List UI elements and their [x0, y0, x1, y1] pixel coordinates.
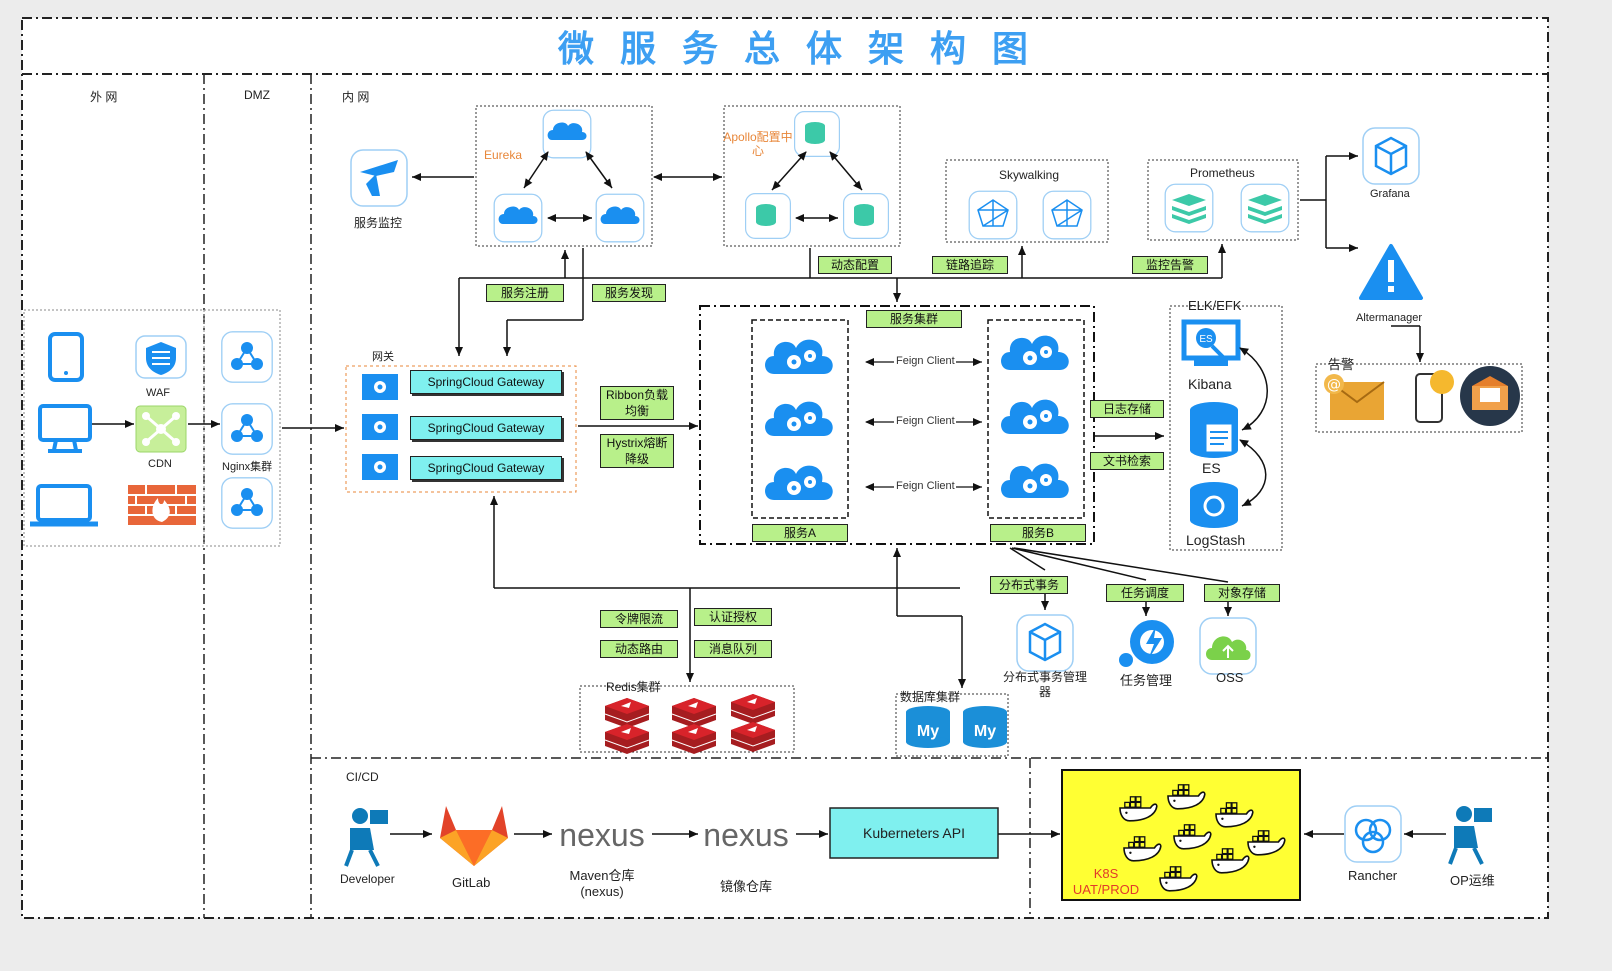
altermanager-icon — [1359, 244, 1423, 300]
oss-label: OSS — [1216, 670, 1244, 685]
developer-label: Developer — [340, 872, 395, 886]
developer-icon — [344, 808, 388, 867]
rancher-icon — [1344, 805, 1402, 863]
es-icon — [1190, 402, 1238, 458]
db-cluster-label: 数据库集群 — [900, 690, 961, 704]
zone-dmz-label: DMZ — [244, 88, 270, 102]
maven-label: Maven仓库(nexus) — [569, 868, 635, 899]
skywalking-label: Skywalking — [999, 168, 1060, 182]
kibana-label: Kibana — [1188, 376, 1232, 392]
prometheus-node-icon — [1164, 183, 1290, 233]
tag-object-store: 对象存储 — [1204, 584, 1280, 602]
task-manager-icon — [1119, 620, 1174, 667]
tag-token-limit: 令牌限流 — [600, 610, 678, 628]
op-engineer-icon — [1448, 806, 1492, 865]
tx-manager-icon — [1016, 614, 1074, 672]
svg-text:My: My — [974, 723, 996, 740]
zone-inner-label: 内 网 — [342, 90, 370, 104]
tag-ribbon: Ribbon负载均衡 — [600, 386, 674, 420]
gateway-label: 网关 — [372, 351, 394, 363]
k8s-env-label: K8S UAT/PROD — [1072, 866, 1140, 897]
prometheus-label: Prometheus — [1190, 166, 1255, 180]
elk-title: ELK/EFK — [1188, 298, 1242, 313]
tag-log-store: 日志存储 — [1090, 400, 1164, 418]
laptop-icon — [30, 484, 98, 527]
nexus-image-logo: nexus — [703, 817, 788, 853]
tag-doc-search: 文书检索 — [1090, 452, 1164, 470]
rancher-label: Rancher — [1348, 868, 1398, 883]
phone-icon — [48, 332, 84, 382]
tag-service-register: 服务注册 — [486, 284, 564, 302]
gitlab-icon — [440, 806, 508, 866]
firewall-icon — [128, 485, 196, 525]
grafana-icon — [1362, 127, 1420, 185]
tag-auth: 认证授权 — [694, 608, 772, 626]
altermanager-label: Altermanager — [1356, 312, 1423, 324]
cdn-label: CDN — [148, 458, 172, 470]
redis-icon — [604, 693, 776, 755]
gateway-instance: SpringCloud Gateway — [410, 456, 562, 480]
logstash-label: LogStash — [1186, 532, 1246, 548]
svg-text:@: @ — [1327, 377, 1341, 393]
gateway-instance: SpringCloud Gateway — [410, 416, 562, 440]
oss-icon — [1199, 617, 1257, 675]
zone-outer-label: 外 网 — [90, 90, 118, 104]
nginx-node-icon — [221, 331, 273, 529]
task-manager-label: 任务管理 — [1120, 673, 1173, 688]
tag-dynamic-config: 动态配置 — [818, 256, 892, 274]
tag-service-discovery: 服务发现 — [592, 284, 666, 302]
waf-label: WAF — [146, 387, 171, 399]
logstash-icon — [1190, 482, 1238, 528]
image-repo-label: 镜像仓库 — [720, 879, 773, 894]
cdn-icon — [135, 405, 187, 453]
service-monitor-label: 服务监控 — [354, 216, 403, 230]
tag-hystrix: Hystrix熔断降级 — [600, 434, 674, 468]
email-icon: @ — [1324, 374, 1385, 420]
grafana-label: Grafana — [1370, 188, 1410, 200]
skywalking-node-icon — [968, 190, 1092, 240]
kibana-icon: ES — [1181, 319, 1241, 366]
feign-client-label: Feign Client — [896, 355, 955, 367]
op-label: OP运维 — [1450, 873, 1495, 888]
nginx-label: Nginx集群 — [222, 461, 273, 473]
mail-badge-icon — [1460, 366, 1520, 426]
tag-service-b: 服务B — [990, 524, 1086, 542]
tag-task-schedule: 任务调度 — [1106, 584, 1184, 602]
mysql-icon: My My — [906, 706, 1007, 748]
alert-label: 告警 — [1328, 357, 1355, 372]
tag-dynamic-route: 动态路由 — [600, 640, 678, 658]
nexus-maven-logo: nexus — [559, 817, 644, 853]
service-monitor-icon — [350, 149, 408, 207]
svg-text:My: My — [917, 723, 939, 740]
tag-mq: 消息队列 — [694, 640, 772, 658]
tag-service-a: 服务A — [752, 524, 848, 542]
eureka-node-icon — [493, 109, 645, 243]
es-label: ES — [1202, 460, 1221, 476]
apollo-node-icon — [744, 110, 890, 239]
zone-cicd-label: CI/CD — [346, 770, 379, 784]
gitlab-label: GitLab — [452, 875, 491, 890]
gateway-node-icon — [362, 374, 398, 480]
tx-manager-label: 分布式事务管理器 — [1002, 670, 1087, 699]
tag-tracing: 链路追踪 — [932, 256, 1008, 274]
tag-monitor-alert: 监控告警 — [1132, 256, 1208, 274]
apollo-label: Apollo配置中心 — [723, 130, 793, 158]
waf-icon — [135, 335, 187, 379]
feign-client-label: Feign Client — [896, 415, 955, 427]
tag-dist-tx: 分布式事务 — [990, 576, 1068, 594]
eureka-label: Eureka — [484, 148, 523, 162]
feign-client-label: Feign Client — [896, 480, 955, 492]
redis-cluster-label: Redis集群 — [606, 680, 661, 694]
monitor-icon — [38, 404, 92, 453]
svg-text:ES: ES — [1199, 334, 1213, 345]
sms-icon — [1415, 370, 1454, 423]
gateway-instance: SpringCloud Gateway — [410, 370, 562, 394]
page-title: 微服务总体架构图 — [557, 29, 1054, 70]
tag-service-cluster: 服务集群 — [866, 310, 962, 328]
k8s-api-button: Kuberneters API — [863, 825, 965, 841]
